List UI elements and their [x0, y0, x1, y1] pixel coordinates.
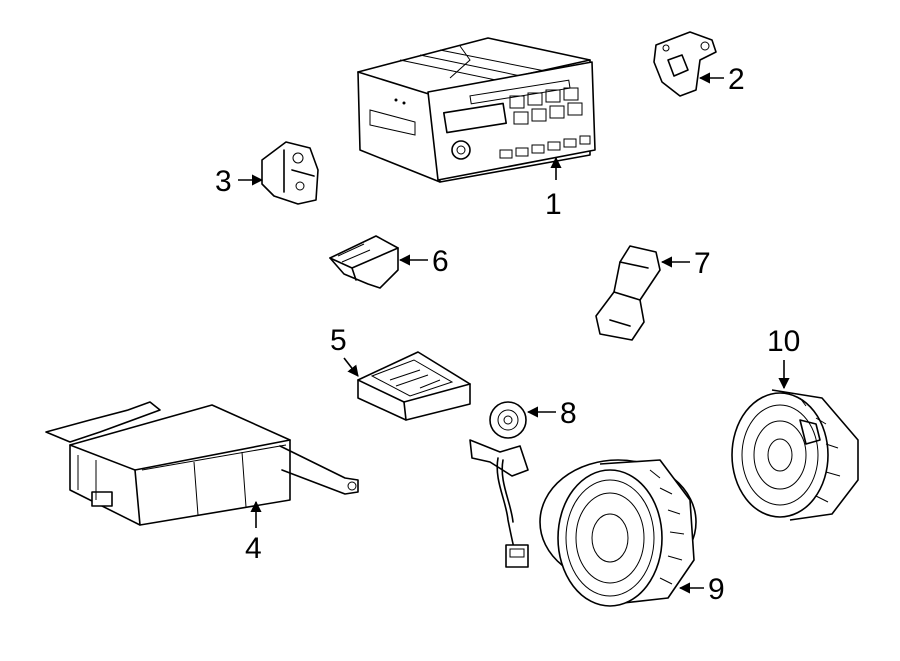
connector-bracket	[595, 245, 661, 341]
cd-changer	[45, 401, 359, 526]
callout-arrows	[238, 72, 790, 594]
callout-label-8: 8	[560, 397, 577, 430]
tweeter-harness	[469, 401, 529, 568]
callout-label-7: 7	[694, 247, 711, 280]
callout-labels: 1 2 3 4 5 6 7 8 9 10	[215, 63, 800, 606]
callout-label-9: 9	[708, 573, 725, 606]
callout-arrow-5	[343, 357, 359, 377]
mounting-bracket-3	[261, 141, 319, 205]
callout-label-3: 3	[215, 165, 232, 198]
radio-head-unit	[357, 37, 596, 183]
connector-module	[329, 235, 399, 289]
callout-label-4: 4	[245, 532, 262, 565]
callout-label-6: 6	[432, 245, 449, 278]
front-speaker	[539, 459, 697, 607]
callout-label-2: 2	[728, 63, 745, 96]
rear-speaker	[731, 389, 859, 521]
amplifier-module	[357, 351, 471, 421]
mounting-bracket-2	[653, 31, 717, 97]
callout-label-5: 5	[330, 324, 347, 357]
callout-label-10: 10	[767, 325, 800, 358]
callout-label-1: 1	[545, 188, 562, 221]
